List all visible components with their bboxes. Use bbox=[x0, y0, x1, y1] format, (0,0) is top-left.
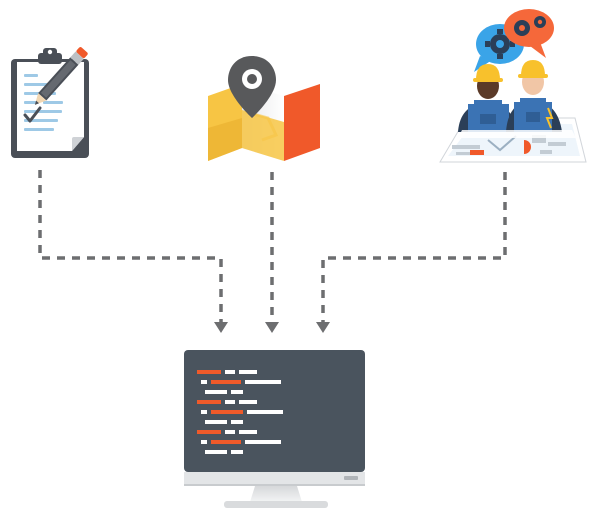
connector-map-to-computer bbox=[265, 172, 279, 333]
computer-monitor-code-icon bbox=[184, 350, 365, 508]
worker-right bbox=[506, 60, 562, 132]
arrowhead-icon bbox=[316, 322, 330, 333]
code-lines bbox=[197, 370, 283, 454]
map-pin-icon bbox=[208, 56, 320, 161]
arrowhead-icon bbox=[214, 322, 228, 333]
engineers-blueprint-icon bbox=[439, 9, 587, 163]
worker-left bbox=[458, 64, 516, 132]
speech-bubble-orange bbox=[504, 9, 554, 58]
arrowhead-icon bbox=[265, 322, 279, 333]
clipboard-checklist-icon bbox=[11, 47, 89, 158]
connector-engineers-to-computer bbox=[316, 172, 507, 333]
connector-checklist-to-computer bbox=[38, 170, 228, 333]
